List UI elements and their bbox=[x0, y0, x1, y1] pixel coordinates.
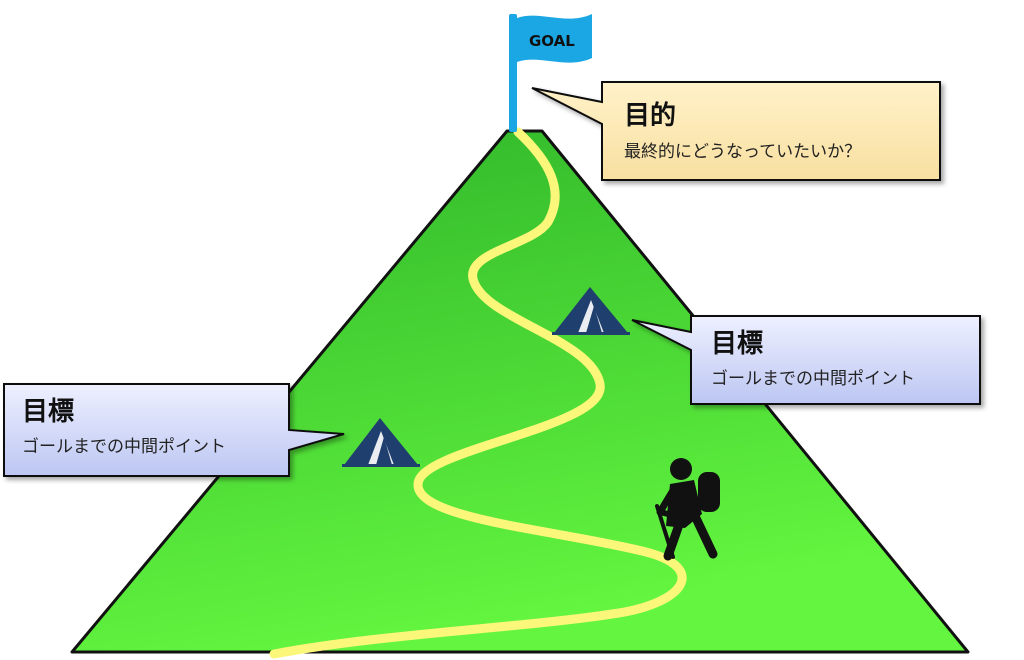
trail-path bbox=[269, 127, 687, 659]
flag-banner bbox=[517, 14, 592, 63]
tent-icon bbox=[342, 418, 420, 467]
goal-callout-title: 目的 bbox=[624, 100, 676, 131]
flag-pole bbox=[509, 14, 517, 132]
tent-icon bbox=[552, 287, 630, 335]
goal-flag: GOAL bbox=[509, 14, 592, 132]
mountain bbox=[70, 129, 970, 654]
milestone-callout-right bbox=[631, 315, 981, 405]
goal-callout-box bbox=[531, 81, 941, 181]
goal-callout bbox=[531, 81, 941, 181]
hiker-icon bbox=[655, 458, 720, 561]
milestone-right-title: 目標 bbox=[711, 329, 763, 359]
milestone-left-subtitle: ゴールまでの中間ポイント bbox=[22, 436, 226, 457]
milestone-callout-right-box bbox=[631, 315, 981, 405]
goal-callout-subtitle: 最終的にどうなっていたいか？ bbox=[624, 142, 861, 162]
milestone-left-title: 目標 bbox=[22, 397, 74, 427]
milestone-callout-left bbox=[3, 383, 345, 477]
flag-label: GOAL bbox=[529, 32, 575, 50]
milestone-callout-left-box bbox=[3, 383, 345, 477]
milestone-right-subtitle: ゴールまでの中間ポイント bbox=[711, 368, 915, 389]
